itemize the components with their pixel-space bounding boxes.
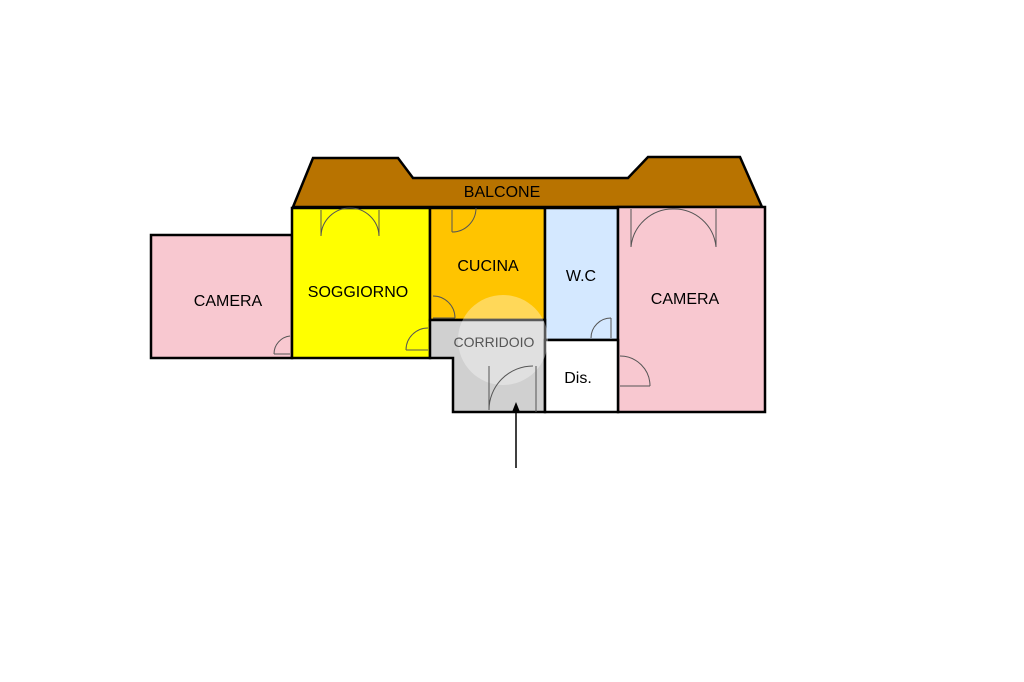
- wc-area: [543, 206, 620, 342]
- balcone-area: [291, 155, 764, 209]
- soggiorno-label: SOGGIORNO: [308, 284, 408, 301]
- wc-label: W.C: [566, 268, 596, 285]
- camera-left-area: [149, 233, 294, 360]
- doors: [273, 207, 717, 412]
- soggiorno-area: [290, 206, 432, 360]
- dis-label: Dis.: [564, 370, 592, 387]
- arrow-up-icon: [512, 402, 520, 468]
- balcone-label: BALCONE: [464, 184, 540, 201]
- corridor-highlight: [458, 295, 548, 385]
- camera-right-area: [616, 205, 767, 414]
- camera-left-label: CAMERA: [194, 293, 263, 310]
- corridoio-label: CORRIDOIO: [454, 334, 535, 350]
- camera-right-label: CAMERA: [651, 291, 720, 308]
- corridoio-area: [428, 318, 547, 414]
- cucina-label: CUCINA: [457, 258, 519, 275]
- dis-area: [543, 338, 620, 414]
